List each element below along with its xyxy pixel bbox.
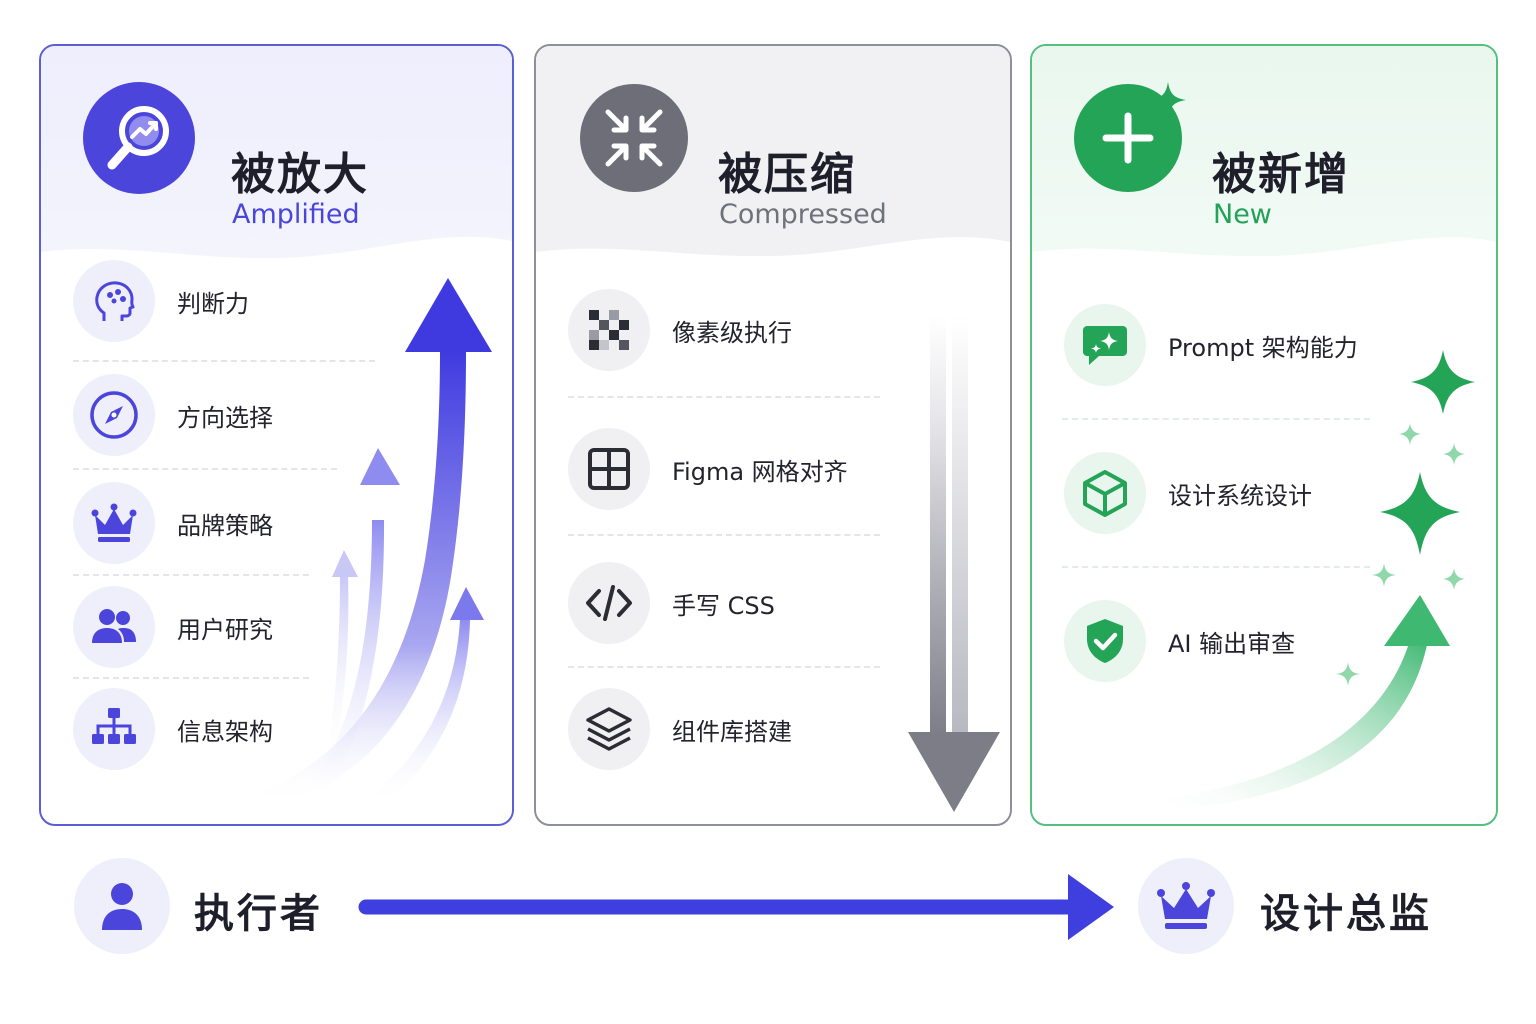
item-label: 信息架构	[177, 717, 273, 746]
amplified-header: 被放大 Amplified	[41, 46, 512, 276]
divider	[568, 534, 880, 536]
divider	[73, 468, 337, 470]
list-item: 组件库搭建	[568, 688, 792, 770]
list-item: Prompt 架构能力	[1064, 304, 1358, 386]
cube-icon	[1064, 452, 1146, 534]
list-item: 方向选择	[73, 374, 273, 456]
list-item: 品牌策略	[73, 482, 273, 564]
role-to-label: 设计总监	[1260, 891, 1432, 937]
divider	[1062, 418, 1370, 420]
item-label: 判断力	[177, 289, 249, 318]
compress-down-arrow	[908, 316, 1000, 812]
item-label: Prompt 架构能力	[1168, 333, 1358, 362]
chat-sparkle-icon	[1064, 304, 1146, 386]
compressed-title: 被压缩	[718, 149, 856, 200]
item-label: 手写 CSS	[672, 591, 775, 620]
item-label: 像素级执行	[672, 318, 792, 347]
item-label: 方向选择	[177, 403, 273, 432]
compress-arrows-icon	[580, 84, 688, 192]
compass-icon	[73, 374, 155, 456]
compressed-header: 被压缩 Compressed	[536, 46, 1010, 276]
code-icon	[568, 562, 650, 644]
hierarchy-icon	[73, 688, 155, 770]
item-label: 品牌策略	[177, 511, 273, 540]
magnifier-chart-icon	[83, 82, 195, 194]
compressed-card: 被压缩 Compressed 像素级执行	[534, 44, 1012, 826]
grid-icon	[568, 428, 650, 510]
amplified-subtitle: Amplified	[232, 199, 360, 230]
divider	[73, 677, 309, 679]
layers-icon	[568, 688, 650, 770]
sparkle-icon	[1150, 82, 1186, 118]
list-item: 判断力	[73, 260, 249, 342]
pixel-grid-icon	[568, 289, 650, 371]
amplified-card: 被放大 Amplified 判断力 方向选择	[39, 44, 514, 826]
new-title: 被新增	[1212, 149, 1350, 200]
item-label: 用户研究	[177, 615, 273, 644]
list-item: 手写 CSS	[568, 562, 775, 644]
divider	[1062, 566, 1370, 568]
new-header: 被新增 New	[1032, 46, 1496, 276]
divider	[73, 574, 309, 576]
brain-head-icon	[73, 260, 155, 342]
shield-check-icon	[1064, 600, 1146, 682]
list-item: 设计系统设计	[1064, 452, 1312, 534]
role-from-label: 执行者	[194, 891, 323, 937]
divider	[568, 666, 880, 668]
divider	[568, 396, 880, 398]
person-icon	[74, 858, 170, 954]
transition-arrow-head	[1068, 874, 1114, 940]
crown-icon	[73, 482, 155, 564]
item-label: Figma 网格对齐	[672, 457, 848, 486]
list-item: 信息架构	[73, 688, 273, 770]
list-item: Figma 网格对齐	[568, 428, 848, 510]
list-item: AI 输出审查	[1064, 600, 1295, 682]
amplified-title: 被放大	[231, 149, 369, 200]
list-item: 像素级执行	[568, 289, 792, 371]
item-label: AI 输出审查	[1168, 629, 1296, 658]
compressed-subtitle: Compressed	[719, 199, 887, 230]
divider	[73, 360, 375, 362]
item-label: 组件库搭建	[672, 717, 792, 746]
new-subtitle: New	[1213, 199, 1272, 230]
list-item: 用户研究	[73, 586, 273, 668]
item-label: 设计系统设计	[1168, 481, 1312, 510]
new-card: 被新增 New Prompt 架构能力 设计系统设	[1030, 44, 1498, 826]
crown-icon	[1138, 858, 1234, 954]
users-icon	[73, 586, 155, 668]
